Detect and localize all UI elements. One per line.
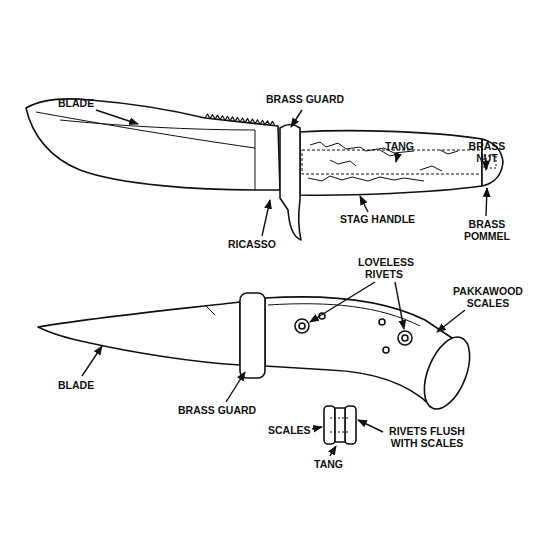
ricasso-line — [255, 130, 256, 190]
scale-section — [345, 406, 356, 444]
part-label: BRASS NUT — [466, 140, 508, 164]
rivet — [295, 319, 309, 333]
stag-handle — [300, 131, 482, 196]
blade-grind — [205, 305, 215, 315]
blade-bevel — [60, 120, 255, 130]
blade — [38, 302, 240, 365]
part-label: BRASS GUARD — [178, 404, 262, 416]
part-label: STAG HANDLE — [340, 213, 424, 225]
rivet — [398, 331, 412, 345]
part-label: SCALES — [268, 424, 314, 436]
stag-texture — [308, 142, 458, 181]
blade-label: BLADE — [58, 379, 108, 391]
tang-section — [335, 408, 345, 442]
handle-edge — [268, 304, 420, 326]
part-label: LOVELESS RIVETS — [358, 256, 410, 280]
leader-lines — [82, 110, 487, 456]
part-label: TANG — [385, 140, 425, 152]
brass-guard — [240, 293, 265, 378]
rivet — [299, 323, 305, 329]
part-label: BRASS GUARD — [266, 93, 350, 105]
part-label: RICASSO — [228, 238, 288, 250]
pin — [383, 347, 389, 353]
blade-bevel — [36, 112, 255, 148]
brass-guard — [280, 125, 301, 241]
blade-label: BLADE — [58, 97, 108, 109]
rivet-section — [330, 418, 350, 432]
blade — [26, 99, 280, 190]
serrations — [205, 114, 275, 126]
pommel — [415, 331, 479, 416]
scale-section — [324, 406, 335, 444]
hidden-tang — [302, 150, 486, 174]
pin — [379, 319, 385, 325]
rivet — [402, 335, 408, 341]
part-label: RIVETS FLUSH WITH SCALES — [384, 425, 470, 449]
part-label: PAKKAWOOD SCALES — [452, 285, 524, 309]
part-label: TANG — [314, 458, 354, 470]
part-label: BRASS POMMEL — [462, 218, 512, 242]
